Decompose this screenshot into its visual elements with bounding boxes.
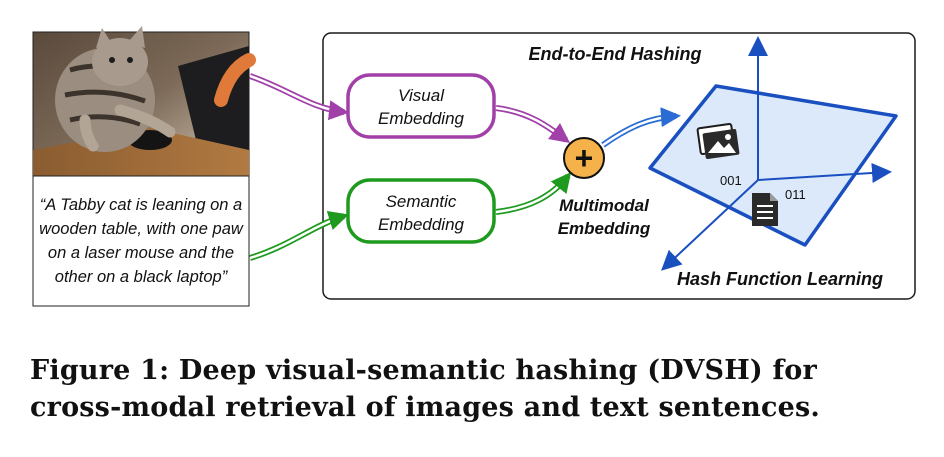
image-icon <box>696 123 740 159</box>
sentence-text: “A Tabby cat is leaning on a wooden tabl… <box>39 196 243 286</box>
caption-line-1: Figure 1: Deep visual-semantic hashing (… <box>30 355 817 386</box>
photo-to-visual-arrow <box>249 73 349 121</box>
document-icon <box>752 193 778 226</box>
hash-function-label: Hash Function Learning <box>677 269 883 289</box>
cat-photo <box>32 26 256 178</box>
semantic-embedding-label-1: Semantic <box>386 192 457 211</box>
sentence-box <box>32 175 250 307</box>
visual-to-fusion-arrow <box>495 105 570 144</box>
hash-axis-diagonal <box>661 179 759 271</box>
multimodal-label-2: Embedding <box>558 219 651 238</box>
image-hash-code: 001 <box>720 173 742 188</box>
plus-icon: + <box>575 140 594 176</box>
visual-embedding-label-1: Visual <box>398 86 445 105</box>
figure-caption: Figure 1: Deep visual-semantic hashing (… <box>30 352 930 426</box>
semantic-to-fusion-arrow <box>495 172 572 215</box>
caption-line-2: cross-modal retrieval of images and text… <box>30 392 820 423</box>
visual-embedding-label-2: Embedding <box>378 109 465 128</box>
fusion-to-hash-arrow <box>601 107 681 148</box>
sentence-to-semantic-arrow <box>249 210 349 261</box>
frame-title: End-to-End Hashing <box>529 44 702 64</box>
hash-axis-horizontal <box>757 163 892 183</box>
semantic-embedding-label-2: Embedding <box>378 215 465 234</box>
text-hash-code: 011 <box>785 187 806 202</box>
fusion-node <box>563 137 605 179</box>
multimodal-label-1: Multimodal <box>559 196 650 215</box>
